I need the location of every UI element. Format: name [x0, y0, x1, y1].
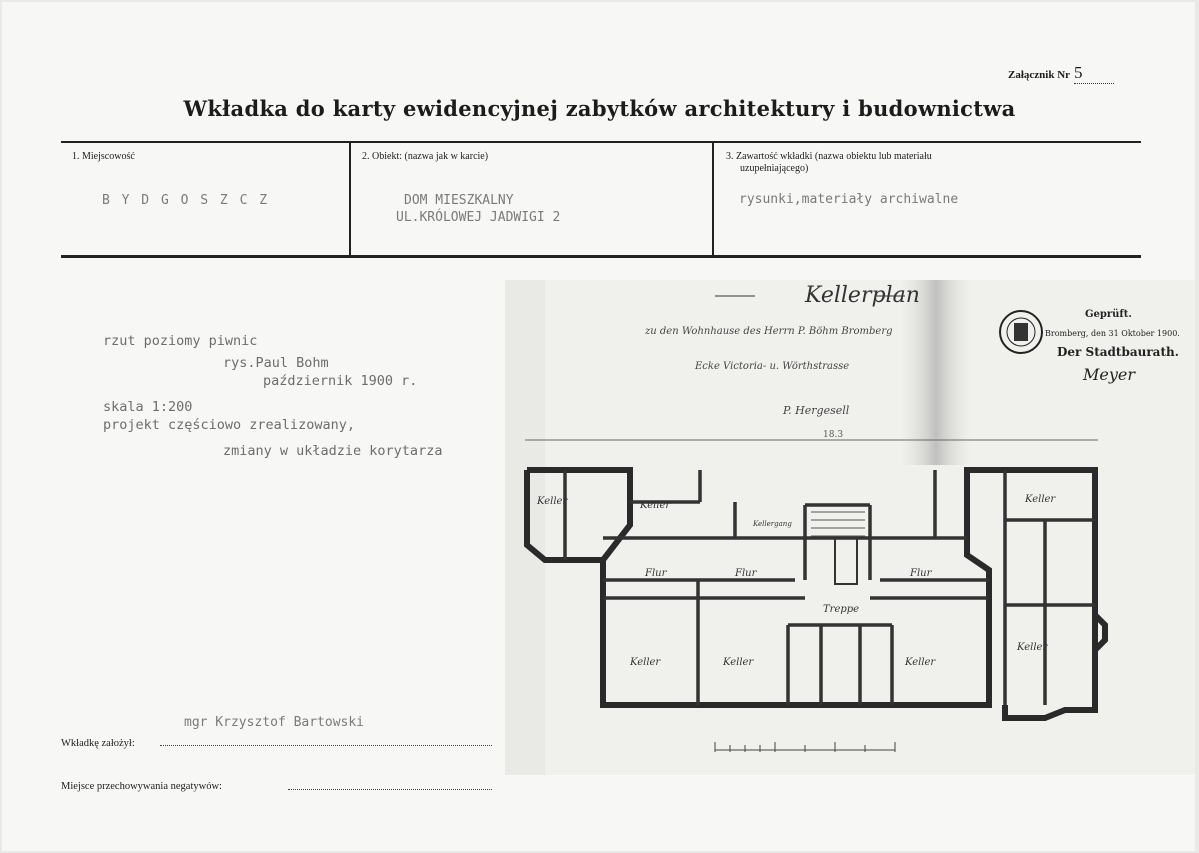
column-divider — [712, 142, 714, 256]
column-divider — [349, 142, 351, 256]
field-3-label-line2: uzupełniającego) — [740, 163, 809, 174]
note-line: projekt częściowo zrealizowany, — [103, 417, 355, 433]
stamp-office: Der Stadtbaurath. — [1057, 345, 1179, 359]
room-label: Treppe — [823, 604, 859, 615]
note-line: rzut poziomy piwnic — [103, 333, 258, 349]
field-2-value-line1: DOM MIESZKALNY — [404, 193, 514, 208]
room-label: Keller — [629, 657, 661, 668]
author-label: Wkładkę założył: — [61, 738, 135, 749]
note-line: rys.Paul Bohm — [223, 355, 329, 371]
room-label: Keller — [536, 496, 568, 507]
room-label: Flur — [644, 568, 668, 579]
note-line: październik 1900 r. — [263, 373, 418, 389]
field-2-value-line2: UL.KRÓLOWEJ JADWIGI 2 — [396, 210, 561, 225]
field-1-value: B Y D G O S Z C Z — [102, 193, 270, 208]
stamp-signature: Meyer — [1082, 365, 1136, 384]
room-label: Kellergang — [752, 520, 792, 528]
basement-floor-plan: Kellerplan zu den Wohnhause des Herrn P.… — [505, 280, 1195, 775]
table-top-rule — [61, 141, 1141, 143]
stamp-approved: Geprüft. — [1085, 309, 1132, 320]
annex-value: 5 — [1074, 63, 1115, 84]
negatives-dotted-line — [288, 789, 492, 790]
room-label: Keller — [639, 500, 671, 511]
plan-subtitle-3: P. Hergesell — [782, 404, 850, 417]
description-notes: rzut poziomy piwnic rys.Paul Bohm paździ… — [103, 330, 442, 462]
plan-dimension: 18.3 — [823, 430, 843, 440]
note-line: zmiany w układzie korytarza — [223, 443, 443, 459]
field-1-label: 1. Miejscowość — [72, 151, 135, 162]
author-name: mgr Krzysztof Bartowski — [184, 715, 365, 730]
page-title: Wkładka do karty ewidencyjnej zabytków a… — [183, 96, 1016, 121]
room-label: Flur — [734, 568, 758, 579]
field-2-label: 2. Obiekt: (nazwa jak w karcie) — [362, 151, 489, 162]
author-dotted-line — [160, 745, 492, 746]
table-bottom-rule — [61, 255, 1141, 258]
field-3-value: rysunki,materiały archiwalne — [739, 192, 959, 207]
room-label: Keller — [722, 657, 754, 668]
room-label: Keller — [904, 657, 936, 668]
field-3-label-line1: 3. Zawartość wkładki (nazwa obiektu lub … — [726, 151, 932, 162]
stamp-date: Bromberg, den 31 Oktober 1900. — [1045, 329, 1180, 338]
city-seal-icon — [999, 310, 1043, 354]
room-label: Keller — [1016, 642, 1048, 653]
note-line: skala 1:200 — [103, 399, 193, 415]
field-3-label: 3. Zawartość wkładki (nazwa obiektu lub … — [726, 151, 932, 175]
room-label: Flur — [909, 568, 933, 579]
plan-subtitle-2: Ecke Victoria- u. Wörthstrasse — [694, 361, 849, 372]
room-label: Keller — [1024, 494, 1056, 505]
negatives-label: Miejsce przechowywania negatywów: — [61, 781, 222, 792]
annex-label: Załącznik Nr — [1008, 69, 1071, 81]
field-2-value: DOM MIESZKALNY UL.KRÓLOWEJ JADWIGI 2 — [396, 192, 560, 226]
floor-plan-drawing: Kellerplan zu den Wohnhause des Herrn P.… — [505, 280, 1195, 775]
plan-subtitle-1: zu den Wohnhause des Herrn P. Böhm Bromb… — [644, 326, 893, 337]
